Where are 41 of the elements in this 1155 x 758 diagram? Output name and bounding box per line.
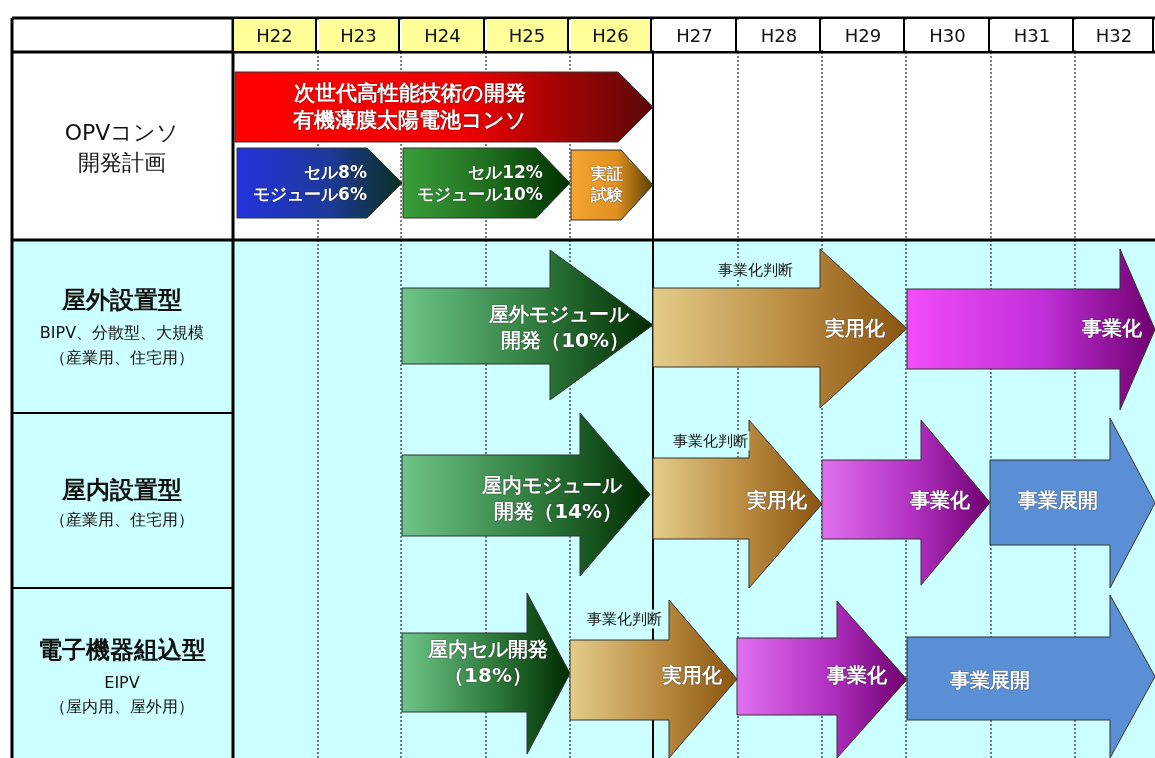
phase-label: 実用化 [662,662,722,688]
phase-label: 屋内セル開発（18%） [427,636,549,688]
phase-label: 屋内モジュール開発（14%） [481,472,622,524]
row-header-title: 屋内設置型 [62,475,182,506]
phase-label: 屋外モジュール開発（10%） [488,301,629,353]
year-header: H23 [319,19,400,51]
year-header: H28 [739,19,821,51]
year-header: H25 [487,19,569,51]
phase-label: 事業展開 [1018,487,1098,513]
row-header-note: BIPV、分散型、大規模 [39,322,205,344]
phase-label: 事業化 [827,662,887,688]
milestone-note: 事業化判断 [584,609,664,629]
phase-label: セル12% [468,160,543,183]
year-header: H26 [571,19,652,51]
phase-label: セル8% [304,160,367,183]
phase-label: 事業展開 [950,667,1030,693]
year-header: H27 [654,19,737,51]
phase-label: 有機薄膜太陽電池コンソ [293,107,527,134]
year-header: H30 [907,19,990,51]
row-header-title: OPVコンソ開発計画 [63,119,181,177]
year-header: H29 [823,19,905,51]
phase-label: 事業化 [910,487,970,513]
year-header: H24 [402,19,485,51]
row-header-title: 屋外設置型 [62,285,182,316]
phase-label: 実証試験 [590,164,624,206]
year-header: H32 [1076,19,1154,51]
phase-label: モジュール6% [253,183,367,206]
year-header: H22 [234,19,317,51]
phase-label: 実用化 [747,487,807,513]
phase-label: 事業化 [1082,315,1142,341]
row-header-note: （屋内用、屋外用） [50,696,194,718]
phase-label: モジュール10% [417,183,543,206]
phase-label: 実用化 [825,315,885,341]
year-header: H31 [992,19,1074,51]
row-header-note: （産業用、住宅用） [50,347,194,369]
milestone-note: 事業化判断 [715,260,795,280]
phase-label: 次世代高性能技術の開発 [294,79,526,107]
row-header-note: （産業用、住宅用） [50,509,194,531]
row-header-note: EIPV [104,672,140,692]
milestone-note: 事業化判断 [670,431,750,451]
row-header-title: 電子機器組込型 [38,635,206,666]
